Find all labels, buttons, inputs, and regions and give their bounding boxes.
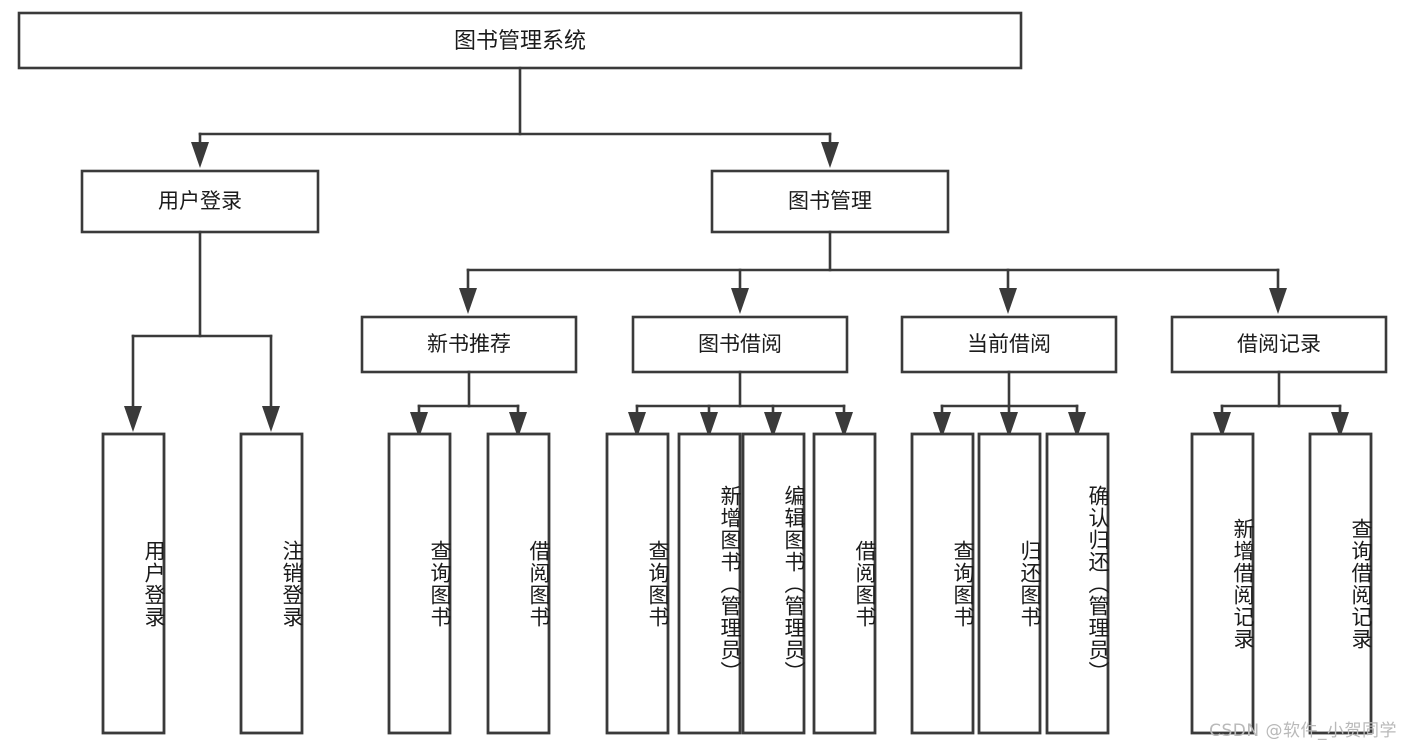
arrow-to-leaf-logout [262, 406, 280, 432]
root-label: 图书管理系统 [454, 29, 586, 54]
leaf-box-query-book-a[interactable] [387, 432, 452, 735]
node-book-mgmt[interactable]: 图书管理 [710, 169, 950, 234]
arrow-to-borrow-record [1269, 288, 1287, 314]
new-book-rec-box [360, 315, 578, 374]
arrow-to-book-mgmt [821, 142, 839, 168]
current-borrow-box [900, 315, 1118, 374]
current-borrow-label: 当前借阅 [967, 332, 1051, 356]
leaf-box-borrow-book-b[interactable] [812, 432, 877, 735]
arrow-to-leaf-user-login [124, 406, 142, 432]
node-current-borrow[interactable]: 当前借阅 [900, 315, 1118, 374]
edge-book-borrow-to-leaves [628, 370, 853, 438]
arrow-to-book-borrow [731, 288, 749, 314]
borrow-record-label: 借阅记录 [1237, 332, 1321, 356]
leaf-box-user-login[interactable] [101, 432, 166, 735]
user-login-label: 用户登录 [158, 189, 242, 213]
node-new-book-rec[interactable]: 新书推荐 [360, 315, 578, 374]
leaf-box-add-book[interactable] [677, 432, 742, 735]
leaf-box-confirm-return[interactable] [1045, 432, 1110, 735]
leaf-box-borrow-book-a[interactable] [486, 432, 551, 735]
arrow-to-current-borrow [999, 288, 1017, 314]
leaf-box-add-record[interactable] [1190, 432, 1255, 735]
leaf-box-return-book[interactable] [977, 432, 1042, 735]
edge-borrow-record-to-leaves [1213, 370, 1349, 438]
edge-new-book-rec-to-leaves [410, 370, 527, 438]
new-book-rec-label: 新书推荐 [427, 332, 511, 356]
edge-book-mgmt-to-level2 [459, 230, 1287, 314]
arrow-to-new-book-rec [459, 288, 477, 314]
edge-current-borrow-to-leaves [933, 370, 1086, 438]
node-book-borrow[interactable]: 图书借阅 [631, 315, 849, 374]
book-borrow-label: 图书借阅 [698, 332, 782, 356]
node-user-login[interactable]: 用户登录 [80, 169, 320, 234]
node-borrow-record[interactable]: 借阅记录 [1170, 315, 1388, 374]
leaf-box-logout[interactable] [239, 432, 304, 735]
leaf-box-query-record[interactable] [1308, 432, 1373, 735]
edge-root-to-level1 [191, 66, 839, 168]
edge-user-login-to-leaves [124, 230, 280, 432]
arrow-to-user-login [191, 142, 209, 168]
user-login-box [80, 169, 320, 234]
leaf-box-edit-book[interactable] [741, 432, 806, 735]
root-box [17, 11, 1023, 70]
node-root[interactable]: 图书管理系统 [17, 11, 1023, 70]
leaf-box-query-book-c[interactable] [910, 432, 975, 735]
leaf-box-query-book-b[interactable] [605, 432, 670, 735]
book-mgmt-label: 图书管理 [788, 189, 872, 213]
watermark-text: CSDN @软件_小贺同学 [1209, 721, 1397, 741]
